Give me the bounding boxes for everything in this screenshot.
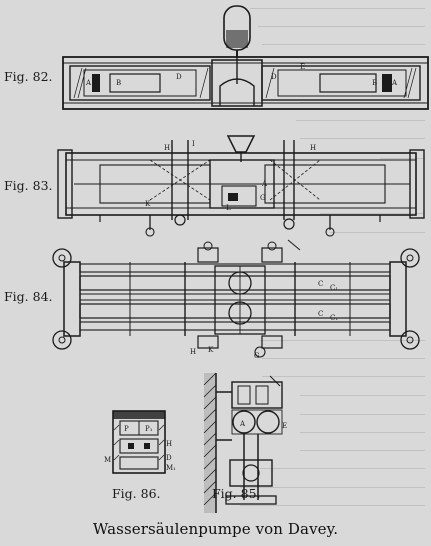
- svg-text:C: C: [318, 310, 323, 318]
- fig84-drawing: C C₁ C C₁ K G H: [52, 239, 420, 360]
- svg-text:G: G: [260, 194, 266, 202]
- fig83-label: Fig. 83.: [4, 178, 53, 193]
- svg-text:A: A: [85, 79, 92, 87]
- fig85-label: Fig. 85.: [212, 486, 261, 501]
- svg-text:M₁: M₁: [166, 464, 176, 472]
- svg-text:H: H: [166, 440, 172, 448]
- fig86-drawing: P P₁ H D M₁ M: [104, 410, 176, 474]
- svg-text:E: E: [282, 422, 287, 430]
- fig85-drawing: A E: [203, 372, 287, 513]
- svg-text:A: A: [261, 180, 268, 188]
- svg-text:K: K: [145, 200, 151, 208]
- svg-text:L: L: [226, 204, 231, 212]
- svg-text:P: P: [124, 425, 129, 433]
- fig86-label: Fig. 86.: [112, 486, 161, 501]
- svg-text:H: H: [190, 348, 196, 356]
- fig83-drawing: H I A L G H K: [57, 135, 425, 237]
- fig82-label: Fig. 82.: [4, 69, 53, 84]
- svg-text:A: A: [391, 79, 398, 87]
- svg-text:P₁: P₁: [145, 425, 153, 433]
- svg-text:I: I: [192, 140, 195, 148]
- svg-text:G: G: [254, 352, 260, 360]
- fig82-drawing: A B D D E B A: [62, 5, 429, 110]
- svg-text:M: M: [104, 456, 111, 464]
- svg-text:H: H: [164, 144, 170, 152]
- svg-text:D: D: [166, 454, 172, 462]
- svg-text:C₁: C₁: [330, 284, 338, 292]
- svg-text:B: B: [372, 79, 377, 87]
- svg-text:B: B: [116, 79, 121, 87]
- svg-text:C: C: [318, 280, 323, 288]
- svg-text:E: E: [300, 63, 305, 71]
- figure-caption: Wassersäulenpumpe von Davey.: [92, 520, 339, 538]
- svg-text:C₁: C₁: [330, 314, 338, 322]
- svg-text:A: A: [239, 420, 246, 428]
- svg-text:D: D: [271, 73, 277, 81]
- fig84-label: Fig. 84.: [4, 289, 53, 304]
- svg-text:K: K: [208, 346, 214, 354]
- svg-text:D: D: [176, 73, 182, 81]
- svg-text:H: H: [310, 144, 316, 152]
